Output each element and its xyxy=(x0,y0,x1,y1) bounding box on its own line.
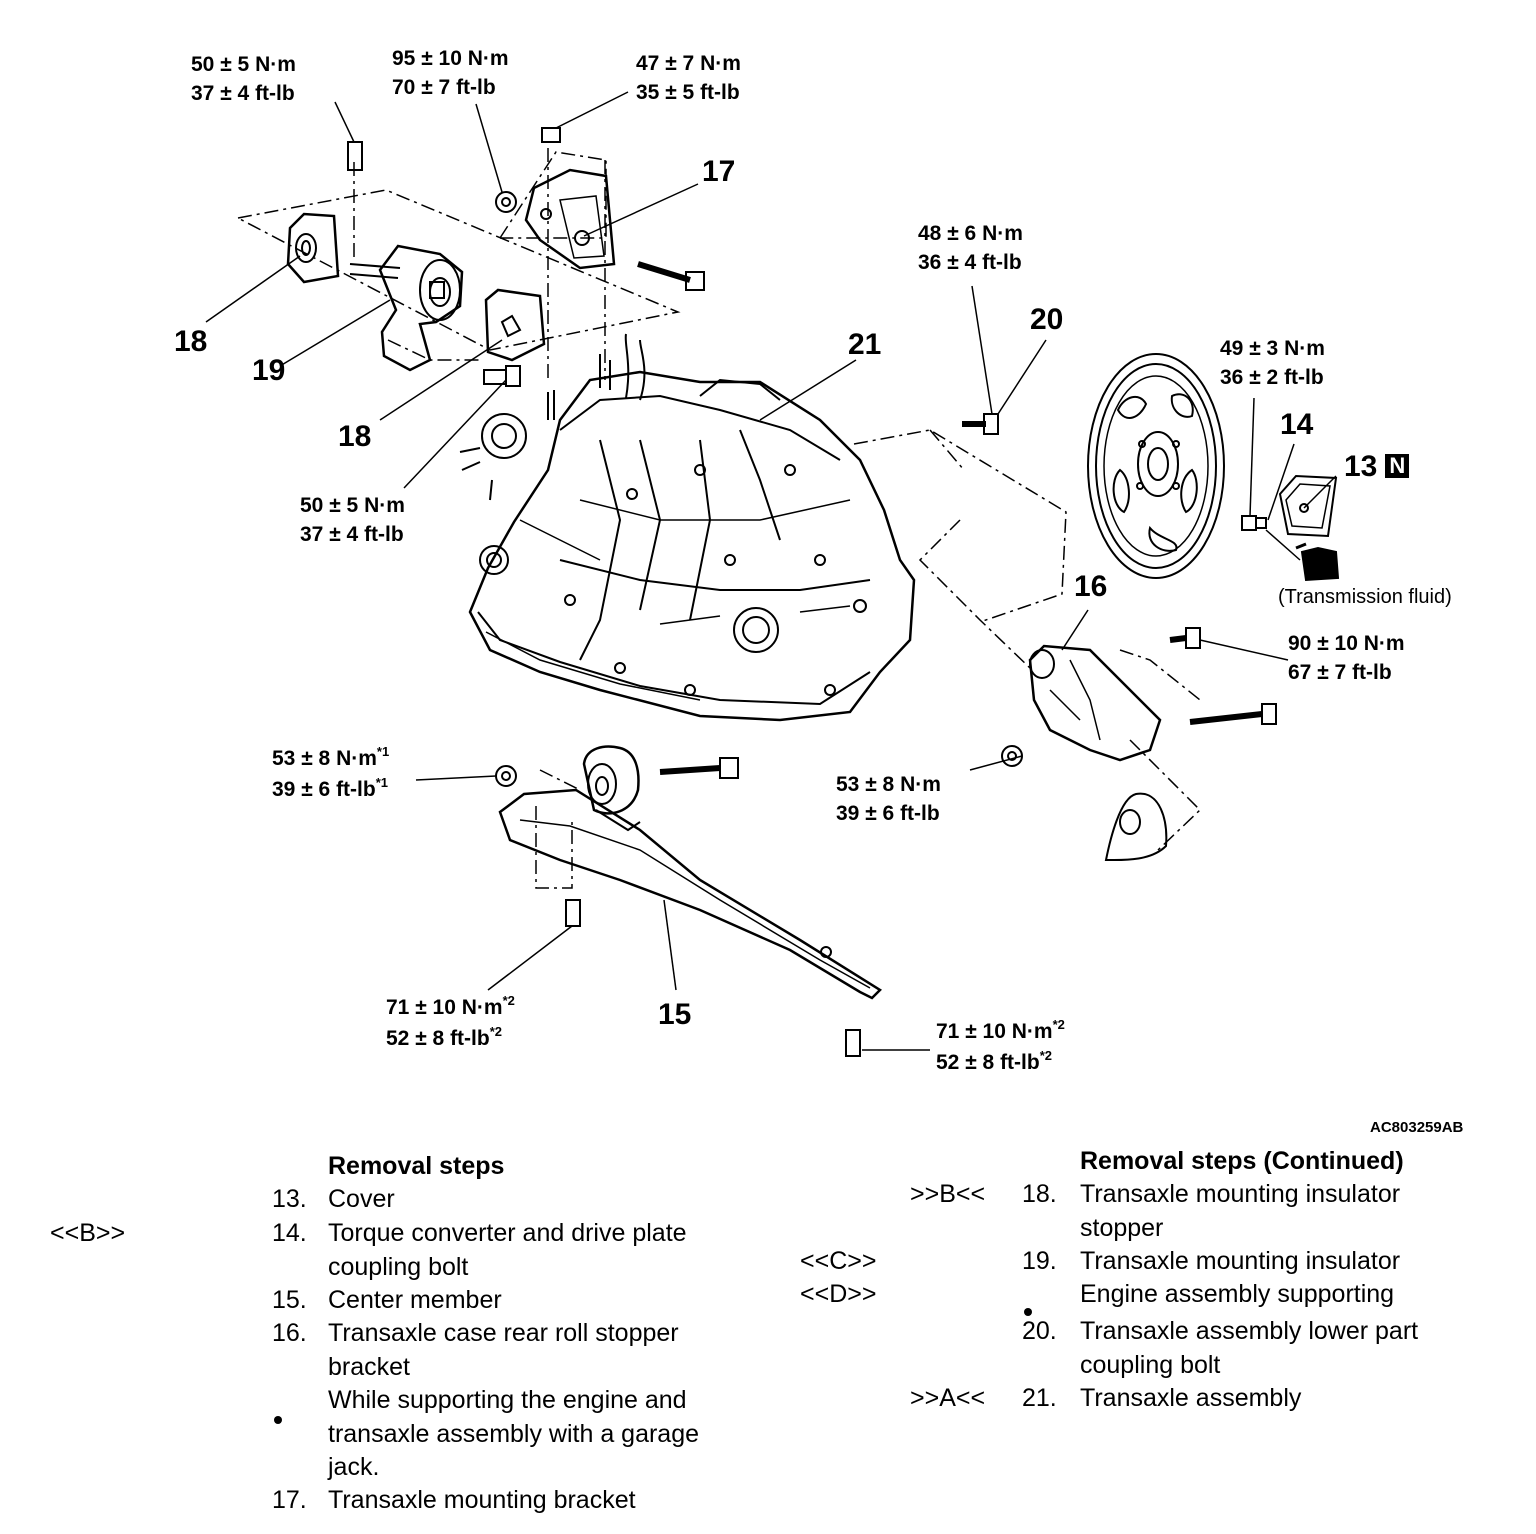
callout-20: 20 xyxy=(1030,303,1064,336)
callout-18: 18 xyxy=(174,325,208,358)
callout-14: 14 xyxy=(1280,408,1314,441)
mounting-bracket xyxy=(495,127,705,291)
bullet-icon xyxy=(1024,1292,1032,1326)
transaxle-assembly xyxy=(459,333,916,722)
leader-lines xyxy=(205,91,1337,1051)
mounting-insulator xyxy=(347,141,464,372)
insulator-stopper-front xyxy=(286,212,340,284)
step-21: >>A<< 21. Transaxle assembly xyxy=(910,1384,1302,1412)
insulator-stopper-rear xyxy=(483,288,546,387)
guide-lines xyxy=(237,148,1202,889)
cover-plate xyxy=(1278,474,1338,538)
callout-17: 17 xyxy=(702,155,736,188)
drive-plate xyxy=(1087,353,1225,579)
lower-coupling-bolt xyxy=(962,413,999,435)
roll-stopper-bracket xyxy=(1001,627,1277,862)
transmission-fluid-label: (Transmission fluid) xyxy=(1278,586,1452,608)
step-14: <<B>> 14. Torque converter and drive pla… xyxy=(50,1219,687,1281)
removal-steps-heading: Removal steps xyxy=(328,1152,505,1180)
callout-16: 16 xyxy=(1074,570,1108,603)
removal-steps-right: Removal steps (Continued) >>B<< 18. Tran… xyxy=(0,1145,1536,1416)
callout-21: 21 xyxy=(848,328,882,361)
new-part-badge: N xyxy=(1385,454,1410,478)
torque-label: 71 ± 10 N·m*2 52 ± 8 ft-lb*2 xyxy=(386,993,515,1050)
step-engine-support: <<D>> Engine assembly supporting xyxy=(0,1278,1536,1316)
figure-reference-code: AC803259AB xyxy=(1370,1119,1464,1136)
callout-18: 18 xyxy=(338,420,372,453)
coupling-bolt xyxy=(1241,515,1267,531)
torque-label: 71 ± 10 N·m*2 52 ± 8 ft-lb*2 xyxy=(936,1017,1065,1074)
callout-15: 15 xyxy=(658,998,692,1031)
step-19: <<C>> 19. Transaxle mounting insulator xyxy=(800,1247,1401,1275)
fluid-container-icon xyxy=(1295,542,1340,582)
step-15: 15. Center member xyxy=(272,1286,502,1314)
torque-label: 53 ± 8 N·m*1 39 ± 6 ft-lb*1 xyxy=(272,744,390,801)
center-member xyxy=(495,745,882,1057)
exploded-parts-diagram xyxy=(205,91,1340,1057)
step-17: 17. Transaxle mounting bracket xyxy=(272,1486,636,1514)
removal-steps-continued-heading: Removal steps (Continued) xyxy=(1080,1147,1404,1175)
step-13: 13. Cover xyxy=(272,1185,395,1213)
callout-19: 19 xyxy=(252,354,286,387)
bullet-icon xyxy=(274,1400,282,1434)
removal-steps-left: Removal steps 13. Cover <<B>> 14. Torque… xyxy=(0,1150,780,1518)
